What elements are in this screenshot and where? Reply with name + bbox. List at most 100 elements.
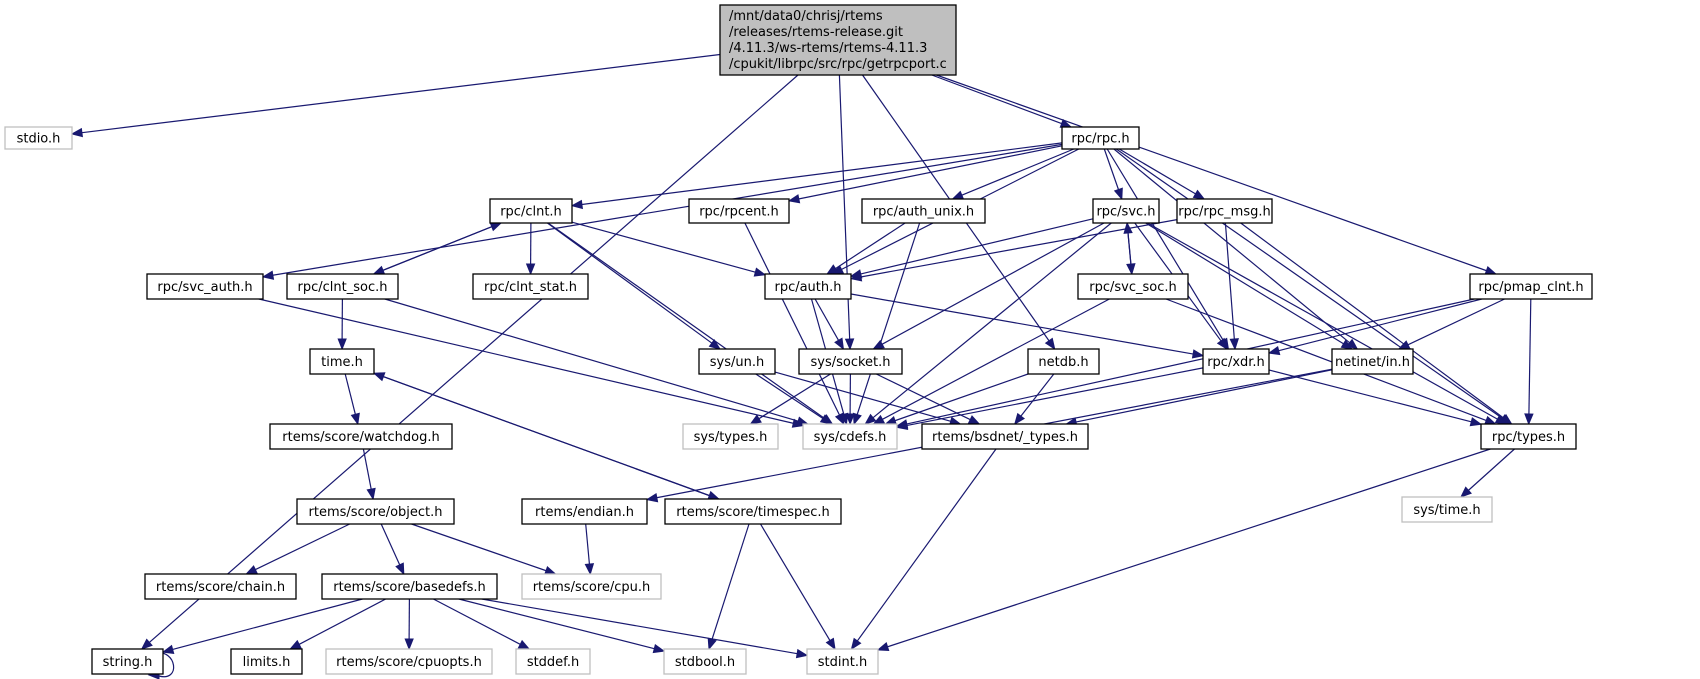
node-object[interactable]: rtems/score/object.h [296, 498, 455, 525]
node-chain[interactable]: rtems/score/chain.h [144, 573, 297, 600]
edge-rpc_auth-to-rpc_xdr [850, 293, 1205, 359]
edge-line [814, 298, 840, 342]
edge-object-to-cpu [411, 523, 557, 576]
edge-rpc_rpc-to-netinet_in [1113, 148, 1359, 350]
node-rpc-svc-auth[interactable]: rpc/svc_auth.h [146, 273, 264, 300]
node-netinet-in[interactable]: netinet/in.h [1331, 348, 1414, 375]
node-rpc-rpcent[interactable]: rpc/rpcent.h [688, 198, 790, 224]
edge-line [585, 523, 591, 566]
node-sys-time: sys/time.h [1401, 496, 1493, 523]
edge-line [859, 218, 1094, 275]
node-box [489, 198, 573, 224]
node-rpc-clnt-soc[interactable]: rpc/clnt_soc.h [286, 273, 399, 300]
edge-rpc_rpc-to-rpc_rpcent [787, 145, 1063, 204]
edge-rpc_svc_auth-to-sys_cdefs [258, 298, 805, 428]
node-watchdog[interactable]: rtems/score/watchdog.h [269, 423, 453, 450]
node-label: rtems/score/cpuopts.h [336, 655, 482, 670]
arrowhead-icon [872, 339, 885, 350]
edge-line [298, 598, 386, 646]
node-box [321, 573, 498, 600]
arrowhead-icon [1460, 486, 1472, 498]
edge-line [1127, 231, 1133, 275]
node-rpc-rpc-msg[interactable]: rpc/rpc_msg.h [1176, 198, 1273, 224]
edge-line [344, 373, 357, 416]
node-rpc-clnt[interactable]: rpc/clnt.h [489, 198, 573, 224]
edge-rpc_svc-to-netinet_in [1145, 222, 1354, 350]
edge-line [1074, 369, 1333, 423]
edge-line [797, 145, 1063, 200]
node-label: rpc/clnt_stat.h [484, 280, 577, 295]
node-label-line: /4.11.3/ws-rtems/rtems-4.11.3 [729, 41, 927, 56]
arrowhead-icon [245, 565, 258, 575]
edge-object-to-chain [245, 523, 350, 575]
node-rpc-xdr[interactable]: rpc/xdr.h [1202, 348, 1270, 375]
edge-line [1268, 369, 1473, 423]
edge-line [254, 523, 350, 571]
node-endian[interactable]: rtems/endian.h [521, 498, 648, 525]
arrowhead-icon [161, 644, 175, 654]
edge-netdb-to-bsdnet_types [1013, 373, 1055, 426]
edge-rpc_rpc-to-rpc_auth_unix [951, 148, 1075, 200]
node-basedefs[interactable]: rtems/score/basedefs.h [321, 573, 498, 600]
edge-watchdog-to-object [362, 448, 376, 501]
edge-line [458, 598, 656, 650]
node-box [521, 498, 648, 525]
node-label: sys/un.h [710, 355, 764, 370]
node-box [515, 648, 591, 675]
edge-rpc_pmap_clnt-to-rpc_xdr [1267, 298, 1482, 356]
node-label: rpc/auth_unix.h [873, 205, 974, 220]
node-rpc-svc[interactable]: rpc/svc.h [1092, 198, 1160, 224]
edge-line [1115, 148, 1504, 420]
node-rpc-pmap-clnt[interactable]: rpc/pmap_clnt.h [1469, 273, 1593, 300]
node-rpc-auth-unix[interactable]: rpc/auth_unix.h [861, 198, 986, 224]
node-label: rtems/score/watchdog.h [282, 430, 439, 445]
node-box [719, 4, 957, 76]
node-label: rtems/score/cpu.h [533, 580, 651, 595]
edge-line [580, 142, 1063, 206]
node-rpc-rpc[interactable]: rpc/rpc.h [1061, 126, 1140, 150]
node-bsdnet-types[interactable]: rtems/bsdnet/_types.h [921, 423, 1089, 450]
node-box [688, 198, 790, 224]
node-label: netdb.h [1038, 355, 1088, 370]
edge-line [384, 298, 800, 422]
arrowhead-icon [895, 420, 909, 431]
node-rpc-types[interactable]: rpc/types.h [1480, 423, 1577, 450]
edge-rpc_rpc-to-rpc_rpc_msg [1118, 148, 1206, 200]
edge-line [834, 222, 906, 270]
node-rpc-svc-soc[interactable]: rpc/svc_soc.h [1077, 273, 1189, 300]
arrowhead-icon [1500, 413, 1513, 425]
edge-time-to-watchdog [344, 373, 360, 426]
edge-line [886, 448, 1491, 648]
node-box [144, 573, 297, 600]
edge-rpc_clnt-to-sys_cdefs [547, 222, 834, 425]
edge-rpc_clnt-to-rpc_auth [571, 221, 767, 277]
node-sys-socket[interactable]: sys/socket.h [798, 348, 903, 375]
node-box [802, 423, 898, 450]
node-box [764, 273, 852, 300]
node-time[interactable]: time.h [309, 348, 375, 375]
edge-line [856, 448, 997, 643]
node-box [4, 126, 73, 150]
arrowhead-icon [795, 648, 809, 659]
node-sys-un[interactable]: sys/un.h [698, 348, 776, 375]
edge-line [905, 367, 1204, 427]
node-string[interactable]: string.h [91, 648, 164, 675]
edge-timespec-to-time [372, 372, 720, 500]
arrowhead-icon [845, 413, 855, 426]
node-timespec[interactable]: rtems/score/timespec.h [664, 498, 842, 525]
arrowhead-icon [876, 642, 890, 652]
node-limits[interactable]: limits.h [230, 648, 303, 675]
node-box [921, 423, 1089, 450]
node-rpc-clnt-stat[interactable]: rpc/clnt_stat.h [472, 273, 589, 300]
node-label: rpc/pmap_clnt.h [1478, 280, 1583, 295]
edge-rpc_rpc-to-rpc_svc [1103, 148, 1123, 201]
node-label: rpc/clnt_soc.h [298, 280, 388, 295]
node-label: rtems/bsdnet/_types.h [932, 430, 1078, 445]
node-netdb[interactable]: netdb.h [1027, 348, 1100, 375]
arrowhead-icon [350, 412, 360, 426]
edge-rpc_svc_soc-to-rpc_types [1165, 298, 1497, 425]
node-rpc-auth[interactable]: rpc/auth.h [764, 273, 852, 300]
edge-root-to-sys_socket [838, 74, 855, 351]
node-box [664, 498, 842, 525]
node-root[interactable]: /mnt/data0/chrisj/rtems/releases/rtems-r… [719, 4, 957, 76]
